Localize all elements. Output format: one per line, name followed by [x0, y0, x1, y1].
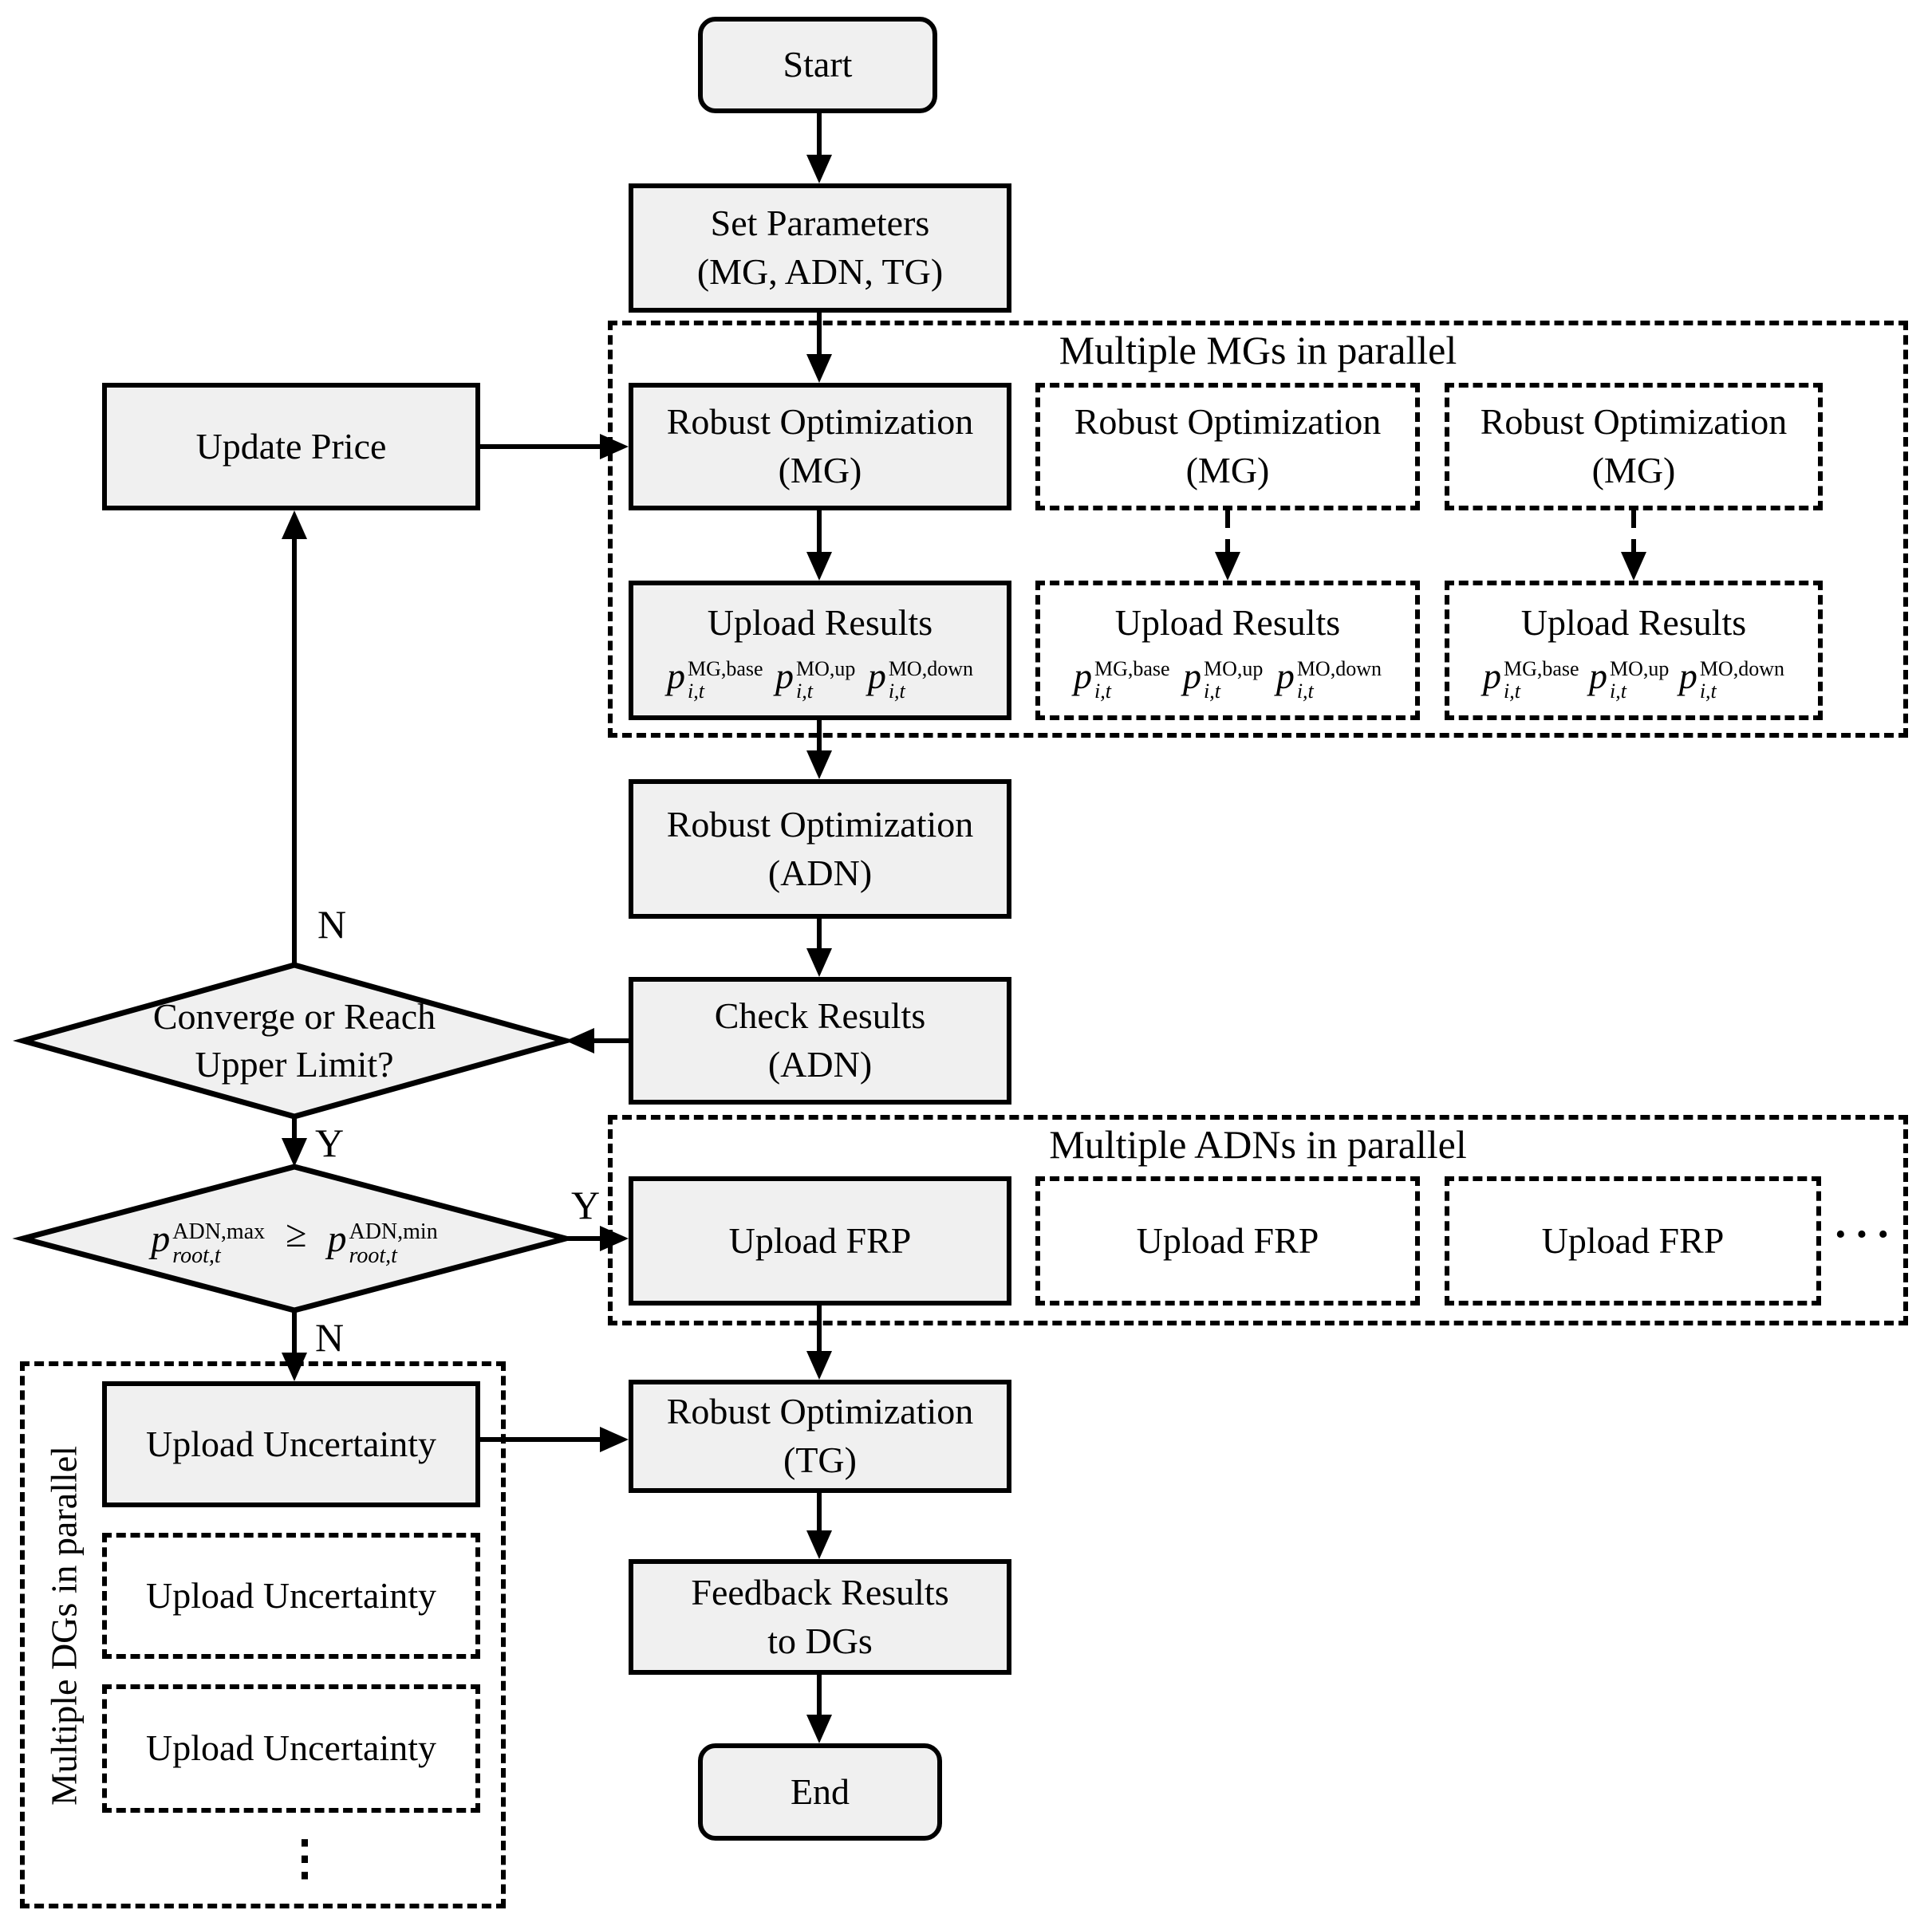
robust-optimization-adn-node: Robust Optimization (ADN) — [629, 779, 1011, 919]
upload-frp-label: Upload FRP — [1136, 1219, 1319, 1261]
robust-optimization-mg-3: Robust Optimization (MG) — [1445, 383, 1823, 510]
adn-ellipsis: ··· — [1833, 1210, 1898, 1259]
end-label: End — [790, 1770, 850, 1812]
converge-decision-text: Converge or Reach Upper Limit? — [71, 985, 518, 1097]
multiple-mgs-title: Multiple MGs in parallel — [1059, 328, 1457, 372]
robust-mg-line2: (MG) — [778, 450, 862, 490]
multiple-adns-group — [608, 1115, 1908, 1325]
feedback-results-line1: Feedback Results — [691, 1571, 949, 1613]
upload-frp-3: Upload FRP — [1445, 1176, 1821, 1306]
converge-yes-label: Y — [315, 1120, 345, 1165]
geq-operator: ≥ — [286, 1212, 307, 1255]
upload-uncertainty-label: Upload Uncertainty — [145, 1727, 437, 1769]
arrow-feedback-results-to-end — [806, 1675, 832, 1743]
price-yes-label: Y — [571, 1183, 601, 1227]
set-parameters-line2: (MG, ADN, TG) — [696, 251, 944, 292]
price-no-label: N — [315, 1315, 345, 1360]
check-results-adn-node: Check Results (ADN) — [629, 977, 1011, 1105]
upload-frp-2: Upload FRP — [1035, 1176, 1420, 1306]
dg-vertical-ellipsis: ⋮ — [281, 1832, 329, 1885]
upload-results-label: Upload Results — [1520, 601, 1747, 643]
arrow-start-to-set-parameters — [806, 113, 832, 183]
arrow-converge-no-to-update-price — [282, 510, 307, 965]
set-parameters-line1: Set Parameters — [710, 203, 930, 244]
robust-optimization-tg-node: Robust Optimization (TG) — [629, 1380, 1011, 1493]
robust-mg-line2: (MG) — [1591, 450, 1676, 490]
multiple-adns-title: Multiple ADNs in parallel — [1049, 1122, 1467, 1167]
upload-uncertainty-label: Upload Uncertainty — [145, 1423, 437, 1464]
robust-mg-line1: Robust Optimization — [666, 401, 974, 443]
multiple-dgs-group — [20, 1361, 506, 1908]
multiple-mgs-group — [608, 321, 1908, 738]
arrow-robust-tg-to-feedback-results — [806, 1493, 832, 1559]
update-price-label: Update Price — [195, 425, 387, 467]
update-price-node: Update Price — [102, 383, 480, 510]
upload-results-label: Upload Results — [1114, 601, 1341, 643]
end-node: End — [698, 1743, 942, 1841]
upload-uncertainty-1: Upload Uncertainty — [102, 1381, 480, 1507]
robust-adn-line1: Robust Optimization — [666, 803, 974, 845]
multiple-dgs-title: Multiple DGs in parallel — [43, 1446, 85, 1806]
robust-optimization-mg-1: Robust Optimization (MG) — [629, 383, 1011, 510]
upload-uncertainty-2: Upload Uncertainty — [102, 1533, 480, 1659]
arrow-robust-adn-to-check-results — [806, 919, 832, 977]
feedback-results-node: Feedback Results to DGs — [629, 1559, 1011, 1675]
converge-no-label: N — [317, 902, 347, 947]
upload-results-label: Upload Results — [707, 601, 933, 643]
upload-frp-label: Upload FRP — [1541, 1219, 1725, 1261]
converge-line1: Converge or Reach — [152, 996, 436, 1038]
check-results-line2: (ADN) — [767, 1044, 873, 1085]
robust-adn-line2: (ADN) — [767, 852, 873, 893]
upload-uncertainty-3: Upload Uncertainty — [102, 1684, 480, 1813]
arrow-update-price-to-robust-mg — [480, 434, 629, 459]
check-results-line1: Check Results — [714, 995, 926, 1037]
robust-tg-line1: Robust Optimization — [666, 1391, 974, 1432]
upload-frp-label: Upload FRP — [728, 1219, 912, 1261]
robust-optimization-mg-2: Robust Optimization (MG) — [1035, 383, 1420, 510]
arrow-converge-yes-to-price-decision — [282, 1117, 307, 1167]
upload-uncertainty-label: Upload Uncertainty — [145, 1574, 437, 1616]
robust-mg-line1: Robust Optimization — [1480, 401, 1788, 443]
set-parameters-node: Set Parameters (MG, ADN, TG) — [629, 183, 1011, 313]
arrow-check-results-to-converge-decision — [566, 1028, 629, 1054]
upload-frp-1: Upload FRP — [629, 1176, 1011, 1306]
start-node: Start — [698, 17, 937, 113]
converge-line2: Upper Limit? — [195, 1044, 394, 1085]
robust-mg-line2: (MG) — [1185, 450, 1270, 490]
start-label: Start — [783, 44, 853, 85]
robust-tg-line2: (TG) — [783, 1439, 857, 1480]
robust-mg-line1: Robust Optimization — [1074, 401, 1382, 443]
feedback-results-line2: to DGs — [767, 1620, 873, 1661]
